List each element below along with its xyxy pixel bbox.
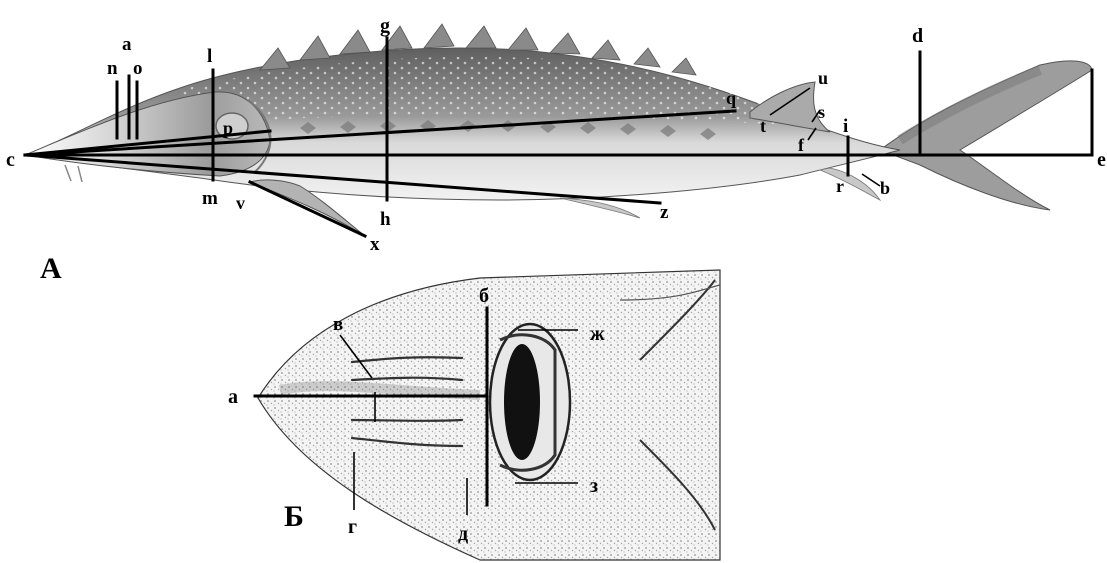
label-s: s: [818, 102, 825, 122]
label-l: l: [207, 46, 212, 67]
label-g: g: [380, 15, 390, 37]
label-x: x: [370, 234, 380, 255]
anal-fin: [820, 168, 880, 200]
label-b: b: [880, 178, 890, 198]
label-c: c: [6, 149, 15, 171]
label-f: f: [798, 135, 805, 155]
label-h: h: [380, 209, 391, 230]
label-a: a: [122, 34, 132, 55]
label-ge: г: [348, 516, 357, 538]
label-be: б: [479, 285, 489, 307]
label-o: o: [133, 58, 143, 79]
label-u: u: [818, 68, 828, 88]
label-ze: з: [590, 475, 598, 497]
label-p: p: [223, 118, 233, 138]
label-de: д: [458, 523, 468, 545]
label-n: n: [107, 58, 118, 79]
fish-illustration: [25, 24, 1092, 236]
label-m: m: [202, 188, 218, 209]
label-d: d: [912, 25, 923, 47]
label-t: t: [760, 116, 766, 136]
panel-label-a: А: [40, 252, 62, 285]
label-ve: в: [333, 314, 343, 335]
label-zhe: ж: [590, 323, 605, 345]
head-ventral-illustration: [258, 270, 720, 560]
label-q: q: [726, 88, 736, 108]
label-z: z: [660, 202, 669, 223]
label-r: r: [836, 176, 844, 196]
panel-label-b: Б: [284, 500, 304, 533]
label-i: i: [843, 116, 848, 137]
label-e: e: [1097, 149, 1106, 171]
label-a-cyr: а: [228, 386, 238, 408]
label-v: v: [236, 193, 245, 213]
